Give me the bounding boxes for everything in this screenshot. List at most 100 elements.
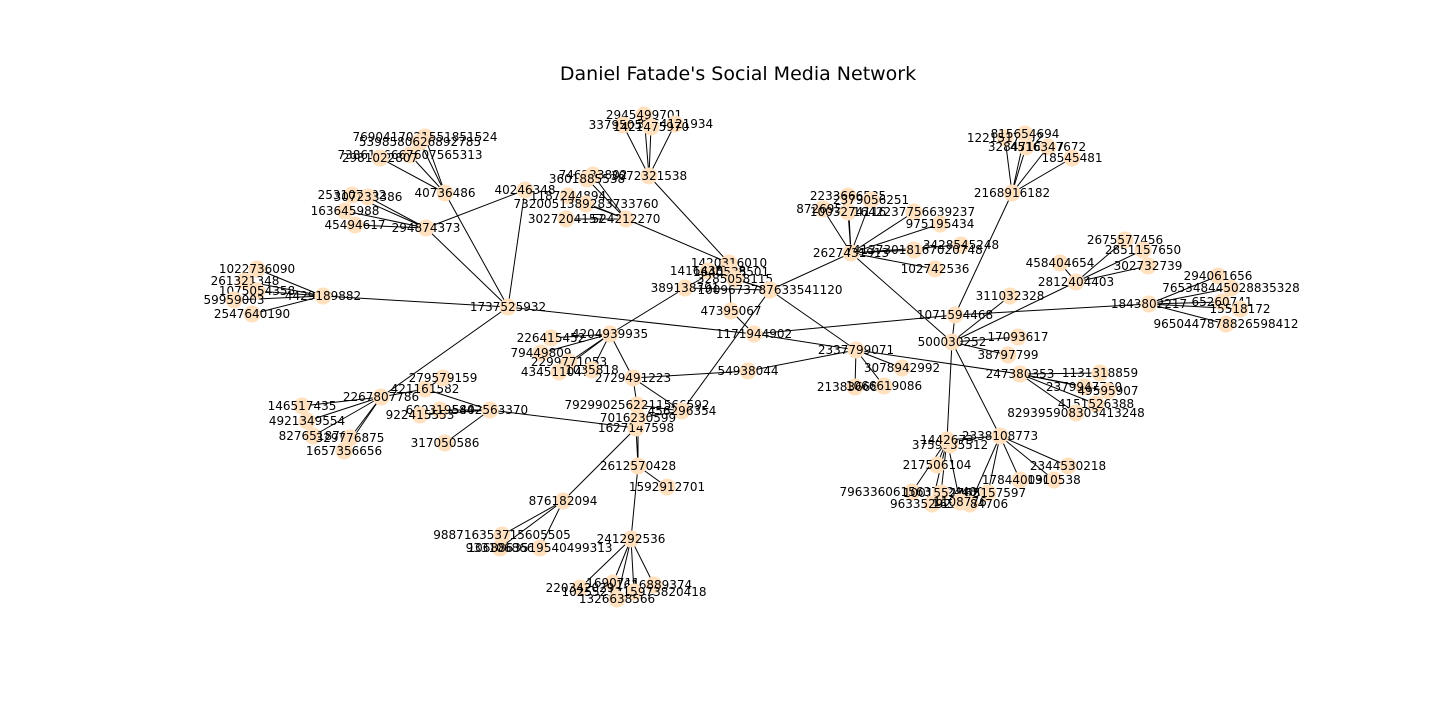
network-node[interactable]: 4921349554 xyxy=(269,412,345,430)
network-node[interactable]: 741373018167020748 xyxy=(845,241,983,259)
node-marker[interactable] xyxy=(542,329,560,347)
network-node[interactable]: 3601885538 xyxy=(549,170,625,188)
node-marker[interactable] xyxy=(1222,279,1240,297)
network-node[interactable]: 247380353 xyxy=(986,365,1055,383)
network-node[interactable]: 311032328 xyxy=(976,287,1045,305)
node-marker[interactable] xyxy=(298,412,316,430)
node-marker[interactable] xyxy=(359,188,377,206)
network-node[interactable]: 40736486 xyxy=(414,184,476,202)
node-marker[interactable] xyxy=(583,361,601,379)
node-marker[interactable] xyxy=(601,325,619,343)
node-marker[interactable] xyxy=(839,203,857,221)
network-node[interactable]: 1690711 xyxy=(586,574,640,592)
node-marker[interactable] xyxy=(1001,287,1019,305)
network-node[interactable]: 1442673 xyxy=(920,431,974,449)
network-node[interactable]: 2612570428 xyxy=(600,457,676,475)
network-node[interactable]: 2168916182 xyxy=(974,184,1050,202)
node-marker[interactable] xyxy=(928,456,946,474)
network-node[interactable]: 1003274116 xyxy=(810,203,886,221)
node-marker[interactable] xyxy=(411,406,429,424)
node-marker[interactable] xyxy=(1139,257,1157,275)
node-marker[interactable] xyxy=(893,359,911,377)
node-marker[interactable] xyxy=(640,167,658,185)
node-marker[interactable] xyxy=(1003,184,1021,202)
network-node[interactable]: 3285058115 xyxy=(697,270,773,288)
network-node[interactable]: 988716353715605505 xyxy=(433,526,571,544)
node-marker[interactable] xyxy=(248,260,266,278)
node-marker[interactable] xyxy=(434,369,452,387)
network-node[interactable]: 5402563370 xyxy=(452,401,528,419)
node-marker[interactable] xyxy=(1087,395,1105,413)
node-marker[interactable] xyxy=(931,215,949,233)
node-marker[interactable] xyxy=(431,401,449,419)
network-node[interactable]: 5398580626892785 xyxy=(359,133,481,151)
network-node[interactable]: 294061656 xyxy=(1184,267,1253,285)
network-node[interactable]: 220342029 xyxy=(546,579,615,597)
node-marker[interactable] xyxy=(999,346,1017,364)
network-node[interactable]: 922415553 xyxy=(386,406,455,424)
node-marker[interactable] xyxy=(847,341,865,359)
node-marker[interactable] xyxy=(923,495,941,513)
node-marker[interactable] xyxy=(314,287,332,305)
node-marker[interactable] xyxy=(673,402,691,420)
node-marker[interactable] xyxy=(642,118,660,136)
node-marker[interactable] xyxy=(248,282,266,300)
node-marker[interactable] xyxy=(236,272,254,290)
node-marker[interactable] xyxy=(499,298,517,316)
network-node[interactable]: 47395067 xyxy=(700,302,762,320)
network-node[interactable]: 79449809 xyxy=(510,344,572,362)
node-marker[interactable] xyxy=(1017,138,1035,156)
node-marker[interactable] xyxy=(341,429,359,447)
network-node[interactable]: 217506104 xyxy=(903,456,972,474)
network-node[interactable]: 829395908303413248 xyxy=(1007,404,1145,422)
node-marker[interactable] xyxy=(862,191,880,209)
network-node[interactable]: 4516347672 xyxy=(1010,138,1086,156)
node-marker[interactable] xyxy=(1209,267,1227,285)
node-marker[interactable] xyxy=(905,203,923,221)
network-node[interactable]: 226415452 xyxy=(517,329,586,347)
node-marker[interactable] xyxy=(903,483,921,501)
network-node[interactable]: 317050586 xyxy=(411,434,480,452)
network-node[interactable]: 1022736090 xyxy=(219,260,295,278)
network-node[interactable]: 1784400905 xyxy=(982,471,1058,489)
network-node[interactable]: 1843802217 xyxy=(1111,295,1187,313)
network-node[interactable]: 765348445028835328 xyxy=(1162,279,1300,297)
node-marker[interactable] xyxy=(839,187,857,205)
network-node[interactable]: 2729491223 xyxy=(595,369,671,387)
network-node[interactable]: 17093617 xyxy=(987,328,1049,346)
node-marker[interactable] xyxy=(304,427,322,445)
node-marker[interactable] xyxy=(481,401,499,419)
network-node[interactable]: 975195434 xyxy=(906,215,975,233)
node-marker[interactable] xyxy=(739,362,757,380)
network-node[interactable]: 337950512 xyxy=(589,116,658,134)
network-node[interactable]: 2627431913 xyxy=(813,244,889,262)
node-marker[interactable] xyxy=(722,302,740,320)
node-marker[interactable] xyxy=(628,396,646,414)
network-node[interactable]: 302732739 xyxy=(1114,257,1183,275)
network-node[interactable]: 279579159 xyxy=(409,369,478,387)
node-marker[interactable] xyxy=(1075,378,1093,396)
node-marker[interactable] xyxy=(1091,364,1109,382)
network-node[interactable]: 1421475970 xyxy=(613,118,689,136)
network-node[interactable]: 1068863519540499313 xyxy=(467,539,613,557)
node-marker[interactable] xyxy=(875,377,893,395)
network-node[interactable]: 2379056251 xyxy=(833,191,909,209)
network-node[interactable]: 3027204157 xyxy=(528,210,604,228)
node-marker[interactable] xyxy=(1011,471,1029,489)
network-node[interactable]: 1642237756639237 xyxy=(853,203,975,221)
network-node[interactable]: 2981022807 xyxy=(342,149,418,167)
network-node[interactable]: 2851157650 xyxy=(1105,241,1181,259)
node-marker[interactable] xyxy=(516,181,534,199)
node-marker[interactable] xyxy=(745,325,763,343)
network-node[interactable]: 7016230599 xyxy=(600,409,676,427)
network-node[interactable]: 1066619086 xyxy=(846,377,922,395)
node-marker[interactable] xyxy=(346,216,364,234)
node-marker[interactable] xyxy=(926,260,944,278)
node-marker[interactable] xyxy=(531,539,549,557)
node-marker[interactable] xyxy=(436,434,454,452)
network-node[interactable]: 9650447878826598412 xyxy=(1153,315,1299,333)
node-marker[interactable] xyxy=(622,530,640,548)
node-marker[interactable] xyxy=(946,306,964,324)
network-node[interactable]: 876182094 xyxy=(529,492,598,510)
network-node[interactable]: 3428545248 xyxy=(923,236,999,254)
